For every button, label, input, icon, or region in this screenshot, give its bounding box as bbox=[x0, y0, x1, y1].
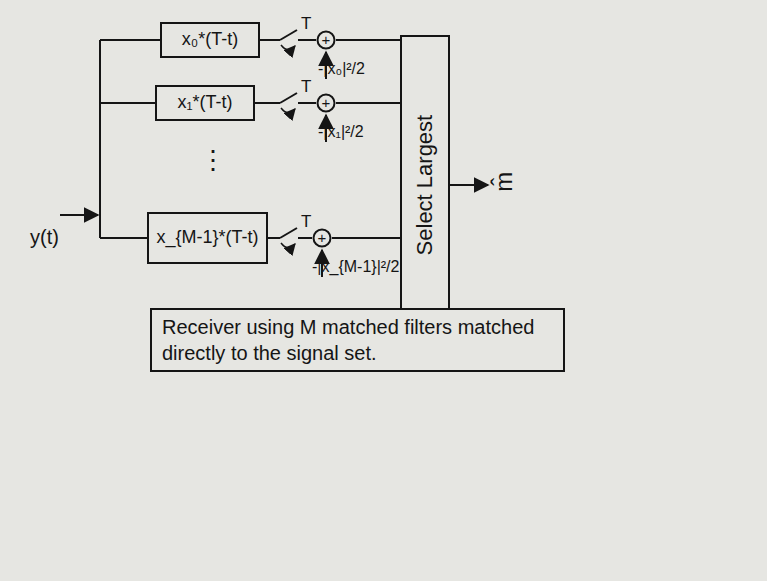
caption-box: Receiver using M matched filters matched… bbox=[150, 308, 565, 372]
output-arrow bbox=[450, 184, 488, 186]
energy-term: -|x₁|²/2 bbox=[318, 123, 364, 141]
sampling-time: T bbox=[301, 14, 311, 34]
decision-output: m̂ bbox=[490, 172, 518, 192]
adder-sign: + bbox=[322, 32, 331, 49]
adder-sign: + bbox=[322, 95, 331, 112]
signal-wire bbox=[332, 237, 400, 239]
adder-circle-outline bbox=[314, 230, 331, 247]
filter-response: x₀*(T-t) bbox=[182, 30, 238, 50]
sampling-time: T bbox=[301, 77, 311, 97]
switch-arc bbox=[281, 108, 295, 113]
filter-response: x₁*(T-t) bbox=[177, 93, 232, 113]
switch-blade bbox=[280, 93, 297, 103]
switch-gap bbox=[280, 36, 298, 44]
energy-term: -|x_{M-1}|²/2 bbox=[312, 258, 399, 276]
adder-sign: + bbox=[318, 230, 327, 247]
input-trunk-wire bbox=[99, 40, 101, 238]
selector-label: Select Largest bbox=[413, 115, 437, 256]
matched-filter-box: x₁*(T-t) bbox=[155, 85, 255, 121]
switch-blade bbox=[280, 30, 297, 40]
energy-term: -|x₀|²/2 bbox=[318, 60, 365, 78]
select-largest-box: Select Largest bbox=[400, 35, 450, 335]
switch-gap bbox=[280, 234, 298, 242]
sampler-switch bbox=[280, 30, 298, 50]
signal-wire bbox=[336, 102, 400, 104]
adder-circle: + bbox=[316, 30, 336, 50]
adder-circle: + bbox=[316, 93, 336, 113]
switch-gap bbox=[280, 99, 298, 107]
ellipsis-dots: ⋮ bbox=[200, 146, 226, 176]
matched-filter-box: x_{M-1}*(T-t) bbox=[147, 212, 268, 264]
adder-circle: + bbox=[312, 228, 332, 248]
signal-wire bbox=[336, 39, 400, 41]
sampling-time: T bbox=[301, 212, 311, 232]
sampler-switch bbox=[280, 228, 298, 248]
adder-circle-outline bbox=[318, 32, 335, 49]
signal-name: y(t) bbox=[30, 226, 59, 249]
input-arrow bbox=[60, 214, 98, 216]
sampler-switch bbox=[280, 93, 298, 113]
adder-circle-outline bbox=[318, 95, 335, 112]
matched-filter-box: x₀*(T-t) bbox=[160, 22, 260, 58]
switch-arc bbox=[281, 45, 295, 50]
switch-blade bbox=[280, 228, 297, 238]
switch-arc bbox=[281, 243, 295, 248]
filter-response: x_{M-1}*(T-t) bbox=[156, 228, 258, 248]
